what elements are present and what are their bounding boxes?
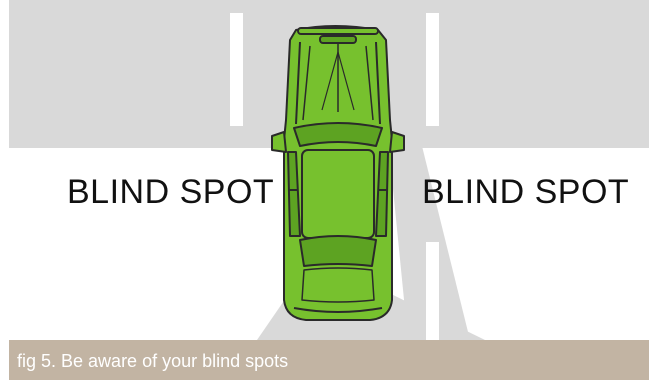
car [272,26,404,320]
caption-bar: fig 5. Be aware of your blind spots [9,340,649,380]
lane-marking-left [230,13,243,126]
blind-spot-label-right: BLIND SPOT [422,172,629,212]
lane-marking-lower [426,242,439,340]
lane-marking-right [426,13,439,126]
blind-spot-label-left: BLIND SPOT [67,172,274,212]
figure-caption: fig 5. Be aware of your blind spots [17,351,288,371]
